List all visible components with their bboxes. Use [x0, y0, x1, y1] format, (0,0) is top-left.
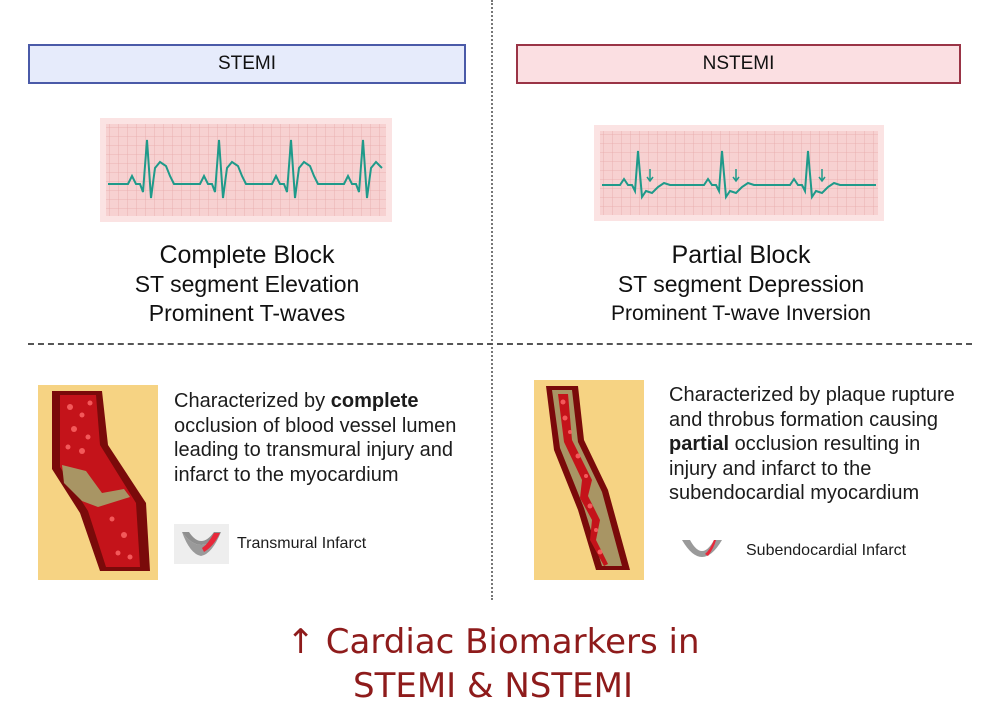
subendocardial-infarct-icon [678, 534, 726, 574]
nstemi-type-label: NSTEMI [702, 53, 775, 74]
stemi-description: Characterized by complete occlusion of b… [174, 389, 464, 487]
stemi-ecg-strip [100, 118, 392, 222]
stemi-description-text: occlusion of blood vessel lumen leading … [174, 414, 457, 486]
stemi-summary: Complete Block ST segment Elevation Prom… [56, 241, 438, 328]
stemi-summary-line: Prominent T-waves [148, 300, 346, 326]
vertical-divider [491, 0, 493, 600]
nstemi-summary-line: Prominent T-wave Inversion [611, 302, 871, 325]
stemi-description-emphasis: complete [330, 390, 419, 412]
transmural-infarct-label: Transmural Infarct [237, 535, 367, 552]
nstemi-description-emphasis: partial [669, 433, 730, 455]
stemi-vessel-illustration [38, 385, 158, 580]
horizontal-divider [28, 343, 972, 345]
transmural-infarct-icon [174, 524, 229, 564]
stemi-summary-line: Complete Block [159, 241, 335, 269]
nstemi-ecg-trace [602, 150, 876, 200]
nstemi-summary: Partial Block ST segment Depression Prom… [560, 241, 922, 328]
nstemi-description-text: Characterized by plaque rupture and thro… [669, 384, 955, 431]
biomarkers-title-line: ↑ Cardiac Biomarkers in [286, 622, 700, 662]
st-depression-arrows [646, 169, 826, 183]
nstemi-summary-line: ST segment Depression [617, 271, 865, 297]
biomarkers-title-line: STEMI & NSTEMI [353, 666, 633, 706]
stemi-description-text: Characterized by [174, 390, 331, 412]
nstemi-description-text: occlusion resulting in injury and infarc… [669, 433, 921, 504]
nstemi-ecg-strip [594, 125, 884, 221]
nstemi-description: Characterized by plaque rupture and thro… [669, 383, 969, 506]
nstemi-summary-line: Partial Block [671, 241, 811, 269]
biomarkers-title: ↑ Cardiac Biomarkers in STEMI & NSTEMI [0, 620, 986, 708]
stemi-type-label: STEMI [217, 53, 277, 74]
stemi-summary-line: ST segment Elevation [134, 271, 360, 297]
stemi-type-box: STEMI [28, 44, 466, 84]
nstemi-vessel-illustration [534, 380, 644, 580]
subendocardial-infarct-label: Subendocardial Infarct [746, 542, 907, 559]
stemi-ecg-trace [108, 139, 383, 199]
nstemi-type-box: NSTEMI [516, 44, 961, 84]
